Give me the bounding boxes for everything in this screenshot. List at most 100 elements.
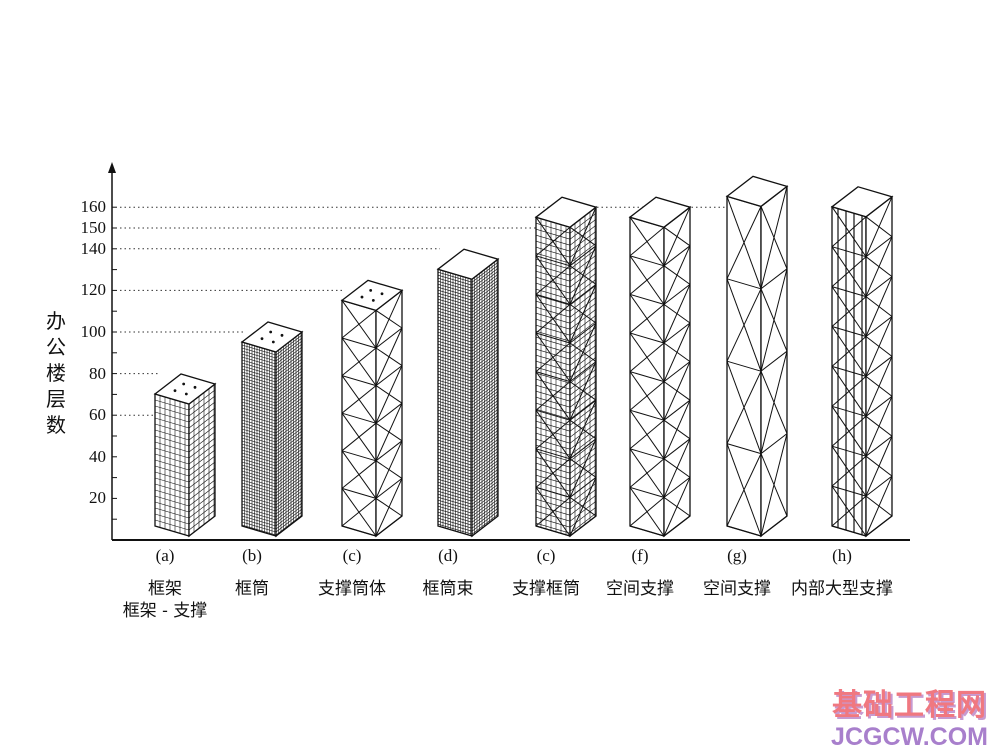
member [275, 364, 303, 386]
member [726, 443, 762, 455]
member [188, 503, 216, 525]
axes [108, 162, 910, 541]
member [188, 455, 216, 477]
member [188, 509, 216, 531]
member [471, 270, 499, 292]
member [663, 361, 691, 421]
member [535, 384, 571, 396]
member [275, 376, 303, 398]
member [275, 337, 303, 359]
y-tick-label: 120 [80, 280, 107, 300]
member [471, 375, 499, 397]
member [471, 393, 499, 415]
system-name-line: 空间支撑 [606, 579, 674, 599]
member [471, 441, 499, 463]
member [275, 406, 303, 428]
member [375, 327, 403, 349]
member [241, 398, 277, 410]
member [437, 391, 473, 403]
member [535, 255, 571, 267]
y-tick-label: 100 [80, 322, 107, 341]
member [471, 450, 499, 472]
member [241, 458, 277, 470]
member [241, 377, 277, 389]
member [154, 441, 190, 453]
member [375, 402, 403, 424]
member [437, 313, 473, 325]
member [275, 361, 303, 383]
member [241, 407, 277, 419]
member [569, 440, 597, 462]
member [154, 399, 190, 411]
roof-dot [371, 299, 375, 302]
member [437, 445, 473, 457]
member [629, 497, 665, 527]
member [535, 342, 571, 354]
member [471, 423, 499, 445]
roof-dot [360, 295, 364, 299]
member [471, 366, 499, 388]
member [629, 255, 665, 267]
member [471, 420, 499, 442]
member [471, 336, 499, 358]
member [437, 496, 473, 508]
member [241, 485, 277, 497]
member [865, 395, 893, 417]
member [437, 343, 473, 355]
member [241, 470, 277, 482]
member [241, 341, 277, 353]
member [569, 314, 597, 336]
member [471, 297, 499, 319]
building-h [830, 186, 894, 538]
member [154, 429, 190, 441]
member [154, 459, 190, 471]
member [437, 352, 473, 364]
member [241, 383, 277, 395]
member [569, 260, 597, 282]
member [154, 405, 190, 417]
member [663, 361, 691, 382]
member [569, 410, 597, 432]
member [569, 356, 597, 378]
member [241, 350, 277, 362]
member [241, 422, 277, 434]
building-g [725, 175, 789, 538]
member [569, 438, 597, 460]
member [437, 412, 473, 424]
member [569, 515, 597, 537]
member [471, 495, 499, 517]
member [569, 206, 597, 267]
member [241, 464, 277, 476]
member [569, 296, 597, 318]
member [760, 186, 788, 289]
member [275, 349, 303, 371]
member [341, 375, 377, 387]
member [629, 226, 665, 257]
member [275, 385, 303, 407]
member [375, 478, 403, 499]
member [275, 478, 303, 500]
member [629, 486, 665, 498]
system-name: 内部大型支撑 [782, 578, 902, 600]
member [471, 429, 499, 451]
member [275, 403, 303, 425]
member [275, 490, 303, 512]
member [535, 497, 571, 527]
member [569, 254, 597, 276]
member [275, 373, 303, 395]
member [535, 258, 571, 270]
member [437, 394, 473, 406]
member [471, 477, 499, 499]
member [471, 468, 499, 490]
member [241, 425, 277, 437]
member [663, 284, 691, 305]
building-e [534, 196, 598, 538]
building-a [153, 373, 217, 538]
member [275, 466, 303, 488]
member [726, 278, 762, 290]
member [569, 284, 597, 305]
member [437, 484, 473, 496]
member [569, 362, 597, 384]
member [535, 409, 571, 421]
member [471, 258, 499, 280]
